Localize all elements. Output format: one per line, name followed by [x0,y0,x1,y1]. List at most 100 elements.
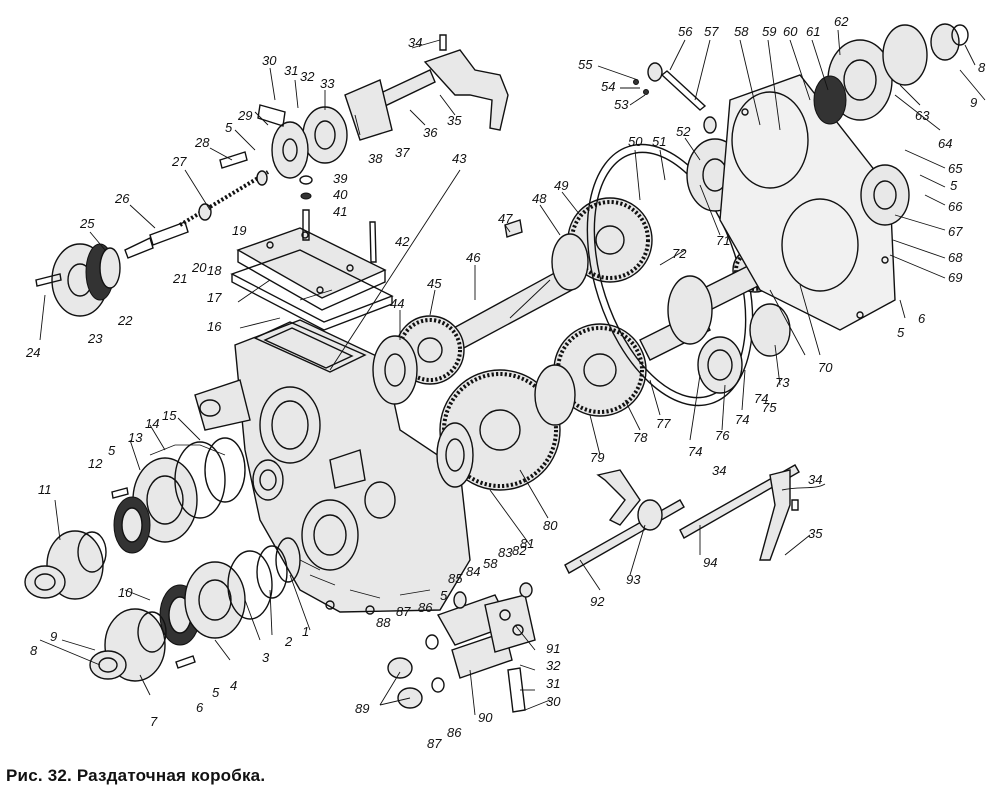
label-27: 27 [171,154,187,169]
label-17: 17 [207,290,222,305]
label-31: 31 [284,63,298,78]
output-flange-rear [89,608,167,682]
label-28: 28 [194,135,210,150]
label-10: 10 [118,585,133,600]
label-91: 91 [546,641,560,656]
label-46: 46 [466,250,481,265]
label-92: 92 [590,594,605,609]
label-79: 79 [590,450,604,465]
label-7: 7 [150,714,158,729]
label-8: 8 [30,643,38,658]
label-83: 83 [498,545,513,560]
label-6: 6 [918,311,926,326]
label-5: 5 [897,325,905,340]
upper-shaft-gears [372,197,653,405]
rear-bearing-cover [159,537,301,646]
label-49: 49 [554,178,568,193]
label-20: 20 [191,260,207,275]
label-93: 93 [626,572,641,587]
label-5: 5 [225,120,233,135]
detent-spring-assembly [124,170,270,259]
label-61: 61 [806,24,820,39]
label-40: 40 [333,187,348,202]
label-53: 53 [614,97,629,112]
label-86: 86 [447,725,462,740]
rear-output-flange [813,23,969,226]
label-22: 22 [117,313,133,328]
top-cover [230,227,394,331]
label-74: 74 [735,412,749,427]
label-24: 24 [25,345,40,360]
label-26: 26 [114,191,130,206]
leader-lines [39,29,986,716]
callout-labels: 1 2 3 4 5 5 5 5 5 5 6 6 7 8 8 9 9 10 11 … [25,14,986,751]
label-25: 25 [79,216,95,231]
label-1: 1 [302,624,309,639]
label-2: 2 [284,634,293,649]
label-65: 65 [948,161,963,176]
label-9: 9 [50,629,57,644]
label-45: 45 [427,276,442,291]
label-48: 48 [532,191,547,206]
label-68: 68 [948,250,963,265]
label-88: 88 [376,615,391,630]
label-41: 41 [333,204,347,219]
label-80: 80 [543,518,558,533]
label-9: 9 [970,95,977,110]
label-29: 29 [237,108,252,123]
label-35: 35 [808,526,823,541]
label-32: 32 [546,658,561,673]
shift-fork-top [257,34,509,179]
label-70: 70 [818,360,833,375]
label-87: 87 [427,736,442,751]
label-58: 58 [734,24,749,39]
label-69: 69 [948,270,962,285]
label-21: 21 [172,271,187,286]
label-90: 90 [478,710,493,725]
label-59: 59 [762,24,776,39]
label-42: 42 [395,234,410,249]
label-72: 72 [672,246,687,261]
label-30: 30 [546,694,561,709]
label-63: 63 [915,108,930,123]
label-15: 15 [162,408,177,423]
label-39: 39 [333,171,347,186]
label-76: 76 [715,428,730,443]
label-34: 34 [408,35,422,50]
label-66: 66 [948,199,963,214]
label-14: 14 [145,416,159,431]
label-82: 82 [512,543,527,558]
label-50: 50 [628,134,643,149]
label-75: 75 [762,400,777,415]
label-74: 74 [688,444,702,459]
label-5: 5 [950,178,958,193]
shift-forks-lower [564,464,826,574]
label-18: 18 [207,263,222,278]
label-74: 74 [754,391,768,406]
label-5: 5 [108,443,116,458]
label-85: 85 [448,571,463,586]
transfer-case-exploded-diagram: 1 2 3 4 5 5 5 5 5 5 6 6 7 8 8 9 9 10 11 … [24,14,986,751]
label-30: 30 [262,53,277,68]
label-77: 77 [656,416,671,431]
label-67: 67 [948,224,963,239]
label-34: 34 [712,463,726,478]
label-47: 47 [498,211,513,226]
label-73: 73 [775,375,790,390]
lower-gears [436,309,711,491]
label-16: 16 [207,319,222,334]
label-71: 71 [716,233,730,248]
label-94: 94 [703,555,717,570]
label-60: 60 [783,24,798,39]
label-11: 11 [38,482,52,497]
flange-left-top [35,151,248,317]
label-56: 56 [678,24,693,39]
studs [299,175,377,263]
label-23: 23 [87,331,103,346]
gearbox-housing [194,319,471,615]
label-58: 58 [483,556,498,571]
label-44: 44 [390,296,404,311]
label-78: 78 [633,430,648,445]
label-64: 64 [938,136,952,151]
label-34: 34 [808,472,822,487]
